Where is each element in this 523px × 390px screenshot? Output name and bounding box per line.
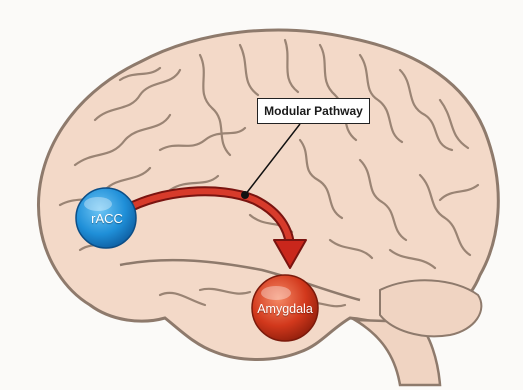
amygdala-label: Amygdala	[250, 302, 320, 316]
racc-label: rACC	[78, 211, 136, 226]
pathway-callout-box: Modular Pathway	[257, 98, 370, 124]
callout-dot	[241, 191, 249, 199]
cerebellum	[380, 280, 481, 336]
pathway-callout-label: Modular Pathway	[258, 104, 369, 118]
